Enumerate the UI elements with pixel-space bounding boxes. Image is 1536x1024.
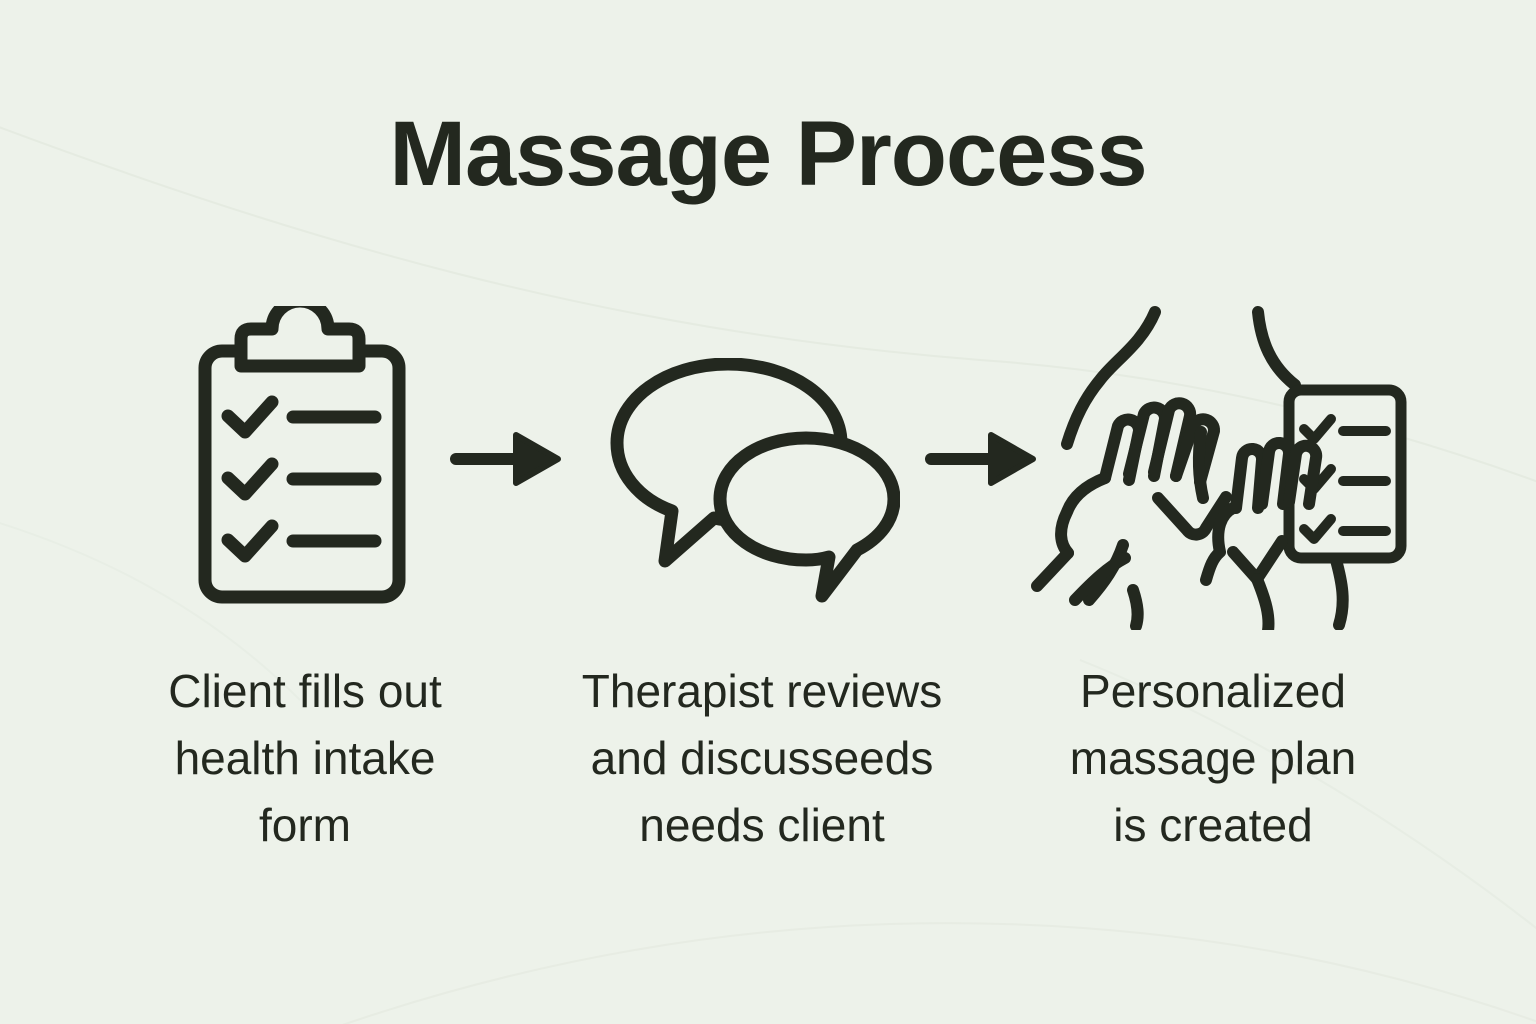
massage-hands-plan-icon	[1005, 290, 1425, 630]
right-arrow-icon	[450, 430, 570, 488]
step-2-caption-line: Therapist reviews	[581, 665, 943, 717]
step-2-caption: Therapist reviews and discusseeds needs …	[542, 658, 982, 859]
page-title: Massage Process	[389, 103, 1147, 205]
step-2-caption-line: and discusseeds	[590, 732, 934, 784]
step-1-caption: Client fills out health intake form	[95, 658, 515, 859]
step-1-caption-line: Client fills out	[168, 665, 442, 717]
speech-bubbles-icon	[610, 358, 900, 603]
right-arrow-icon	[925, 430, 1045, 488]
clipboard-checklist-icon	[197, 306, 407, 606]
step-1-caption-line: form	[259, 799, 351, 851]
step-3-caption-line: massage plan	[1069, 732, 1357, 784]
step-1-caption-line: health intake	[174, 732, 436, 784]
step-3-caption-line: Personalized	[1080, 665, 1346, 717]
step-2-caption-line: needs client	[639, 799, 885, 851]
step-3-caption: Personalized massage plan is created	[1008, 658, 1418, 859]
step-3-caption-line: is created	[1113, 799, 1313, 851]
